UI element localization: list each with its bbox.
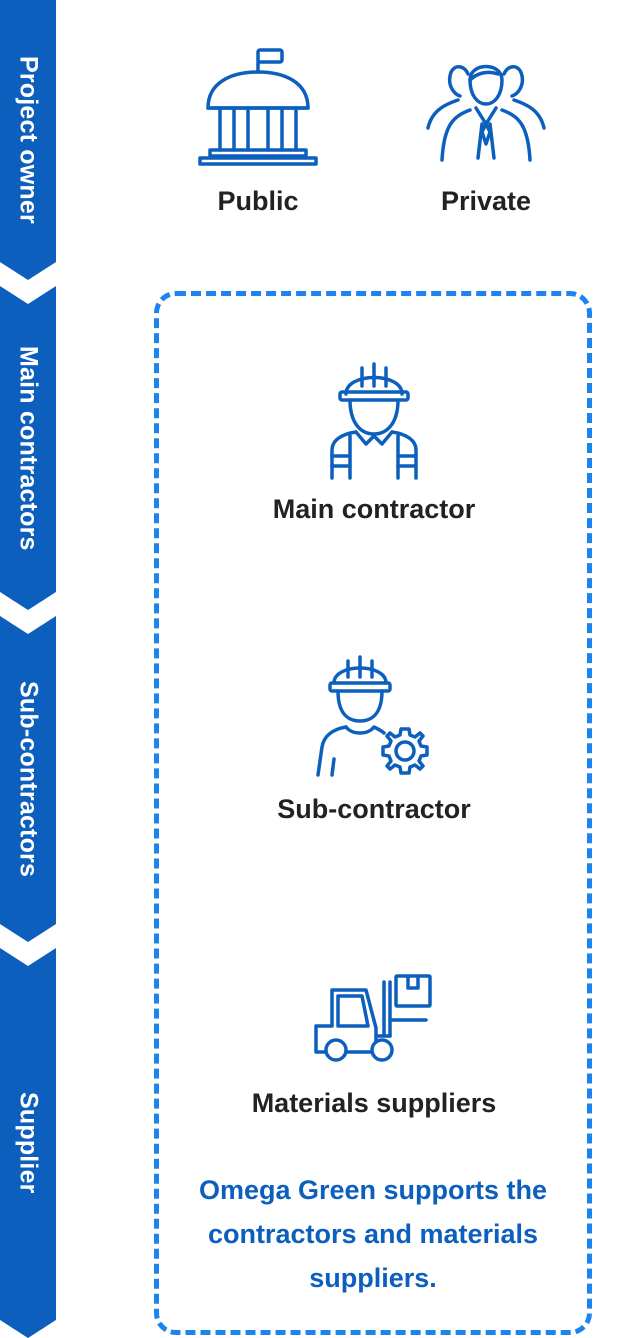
sub-contractor-label: Sub-contractor bbox=[277, 794, 471, 824]
stage-supplier: Supplier bbox=[0, 948, 56, 1338]
government-building-icon bbox=[196, 46, 320, 170]
worker-gear-icon bbox=[312, 655, 434, 779]
hard-hat-worker-icon bbox=[326, 360, 422, 484]
owner-private-label: Private bbox=[440, 186, 532, 216]
stage-label: Supplier bbox=[14, 1092, 43, 1194]
stage-sub-contractors: Sub-contractors bbox=[0, 616, 56, 942]
main-contractor-label: Main contractor bbox=[272, 494, 476, 524]
stage-label: Project owner bbox=[14, 56, 43, 224]
stage-label: Main contractors bbox=[14, 345, 43, 551]
omega-green-note: Omega Green supports the contractors and… bbox=[198, 1175, 548, 1293]
stage-label: Sub-contractors bbox=[14, 680, 43, 878]
contractors-group-box bbox=[154, 291, 592, 1335]
stage-project-owner: Project owner bbox=[0, 0, 56, 280]
forklift-icon bbox=[312, 972, 436, 1064]
stage-main-contractors: Main contractors bbox=[0, 286, 56, 610]
materials-suppliers-label: Materials suppliers bbox=[251, 1088, 497, 1118]
owner-public-label: Public bbox=[217, 186, 299, 216]
businesspeople-icon bbox=[424, 52, 548, 164]
